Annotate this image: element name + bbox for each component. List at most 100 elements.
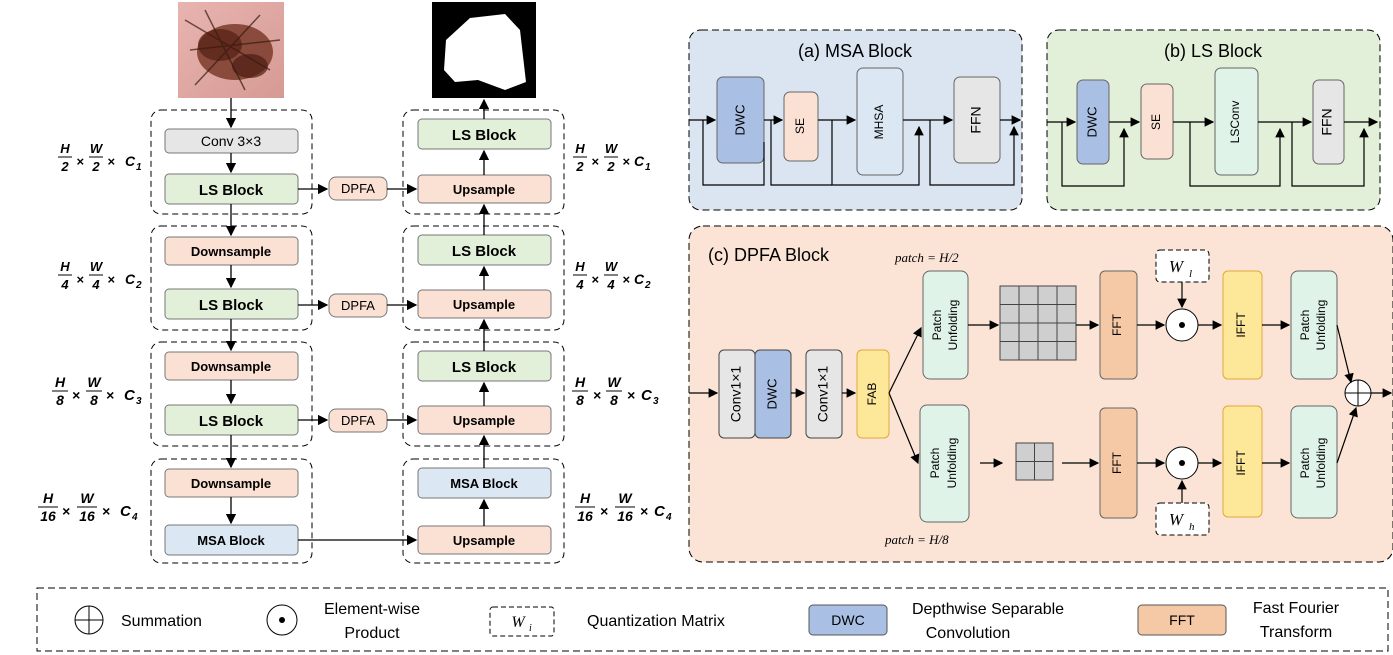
svg-text:×: × <box>640 503 648 519</box>
legend-dwc: DWC Depthwise Separable Convolution <box>808 601 1064 642</box>
scale-label-right-2: H 4 × W 4 × C 2 <box>573 259 651 292</box>
svg-text:FFT: FFT <box>1110 451 1124 474</box>
svg-text:IFFT: IFFT <box>1234 312 1248 338</box>
svg-text:W: W <box>607 374 622 390</box>
dpfa-summation-node <box>1344 379 1372 407</box>
input-lesion-image <box>178 2 284 98</box>
patch-bottom-label: patch = H/8 <box>884 532 949 547</box>
svg-text:C: C <box>120 503 132 520</box>
dec-ls-label-1: LS Block <box>452 127 517 144</box>
patch-top-label: patch = H/2 <box>894 250 959 265</box>
enc-downsample-label-3: Downsample <box>191 476 271 491</box>
svg-text:Unfolding: Unfolding <box>1314 438 1328 489</box>
svg-text:C: C <box>641 387 653 404</box>
svg-text:h: h <box>1189 521 1195 533</box>
svg-text:Quantization Matrix: Quantization Matrix <box>587 613 725 630</box>
svg-text:16: 16 <box>577 508 593 524</box>
msa-panel-blocks: DWC SE MHSA FFN <box>716 67 1001 176</box>
enc-downsample-label-1: Downsample <box>191 244 271 259</box>
dpfa-skip-label-2: DPFA <box>341 298 375 313</box>
svg-text:2: 2 <box>606 159 615 174</box>
svg-text:Summation: Summation <box>121 613 202 630</box>
svg-text:C: C <box>125 271 136 287</box>
svg-text:×: × <box>622 154 630 169</box>
svg-text:×: × <box>591 154 599 169</box>
svg-text:4: 4 <box>60 277 69 292</box>
dpfa-conv1-label: Conv1×1 <box>728 366 744 423</box>
svg-text:8: 8 <box>576 392 584 408</box>
svg-text:DWC: DWC <box>831 612 864 628</box>
svg-text:16: 16 <box>40 508 56 524</box>
svg-text:4: 4 <box>131 512 138 523</box>
svg-text:3: 3 <box>653 396 659 407</box>
quantization-matrix-icon <box>489 606 555 637</box>
msa-mhsa-label: MHSA <box>872 105 886 140</box>
dpfa-conv2-block <box>805 349 843 439</box>
svg-text:2: 2 <box>644 280 651 291</box>
wl-matrix-box <box>1155 249 1210 283</box>
svg-text:Fast Fourier: Fast Fourier <box>1253 600 1340 617</box>
skip-arrows <box>298 183 418 546</box>
svg-text:8: 8 <box>90 392 98 408</box>
svg-text:Patch: Patch <box>1298 310 1312 341</box>
svg-text:Patch: Patch <box>930 310 944 341</box>
svg-text:W: W <box>1169 510 1185 529</box>
svg-text:W: W <box>605 141 619 156</box>
ls-ffn-label: FFN <box>1319 108 1335 135</box>
dpfa-dwc-label: DWC <box>764 378 779 409</box>
svg-text:16: 16 <box>617 508 633 524</box>
scale-labels-right: H 2 × W 2 × C 1 H 4 × W 4 × C 2 H 8 × <box>572 141 672 524</box>
svg-text:4: 4 <box>665 512 672 523</box>
msa-mhsa-block <box>856 67 904 176</box>
svg-text:W: W <box>90 141 104 156</box>
svg-text:Convolution: Convolution <box>926 625 1011 642</box>
scale-label-right-4: H 16 × W 16 × C 4 <box>575 490 672 524</box>
conv3x3-label: Conv 3×3 <box>201 133 262 149</box>
svg-text:C: C <box>634 271 645 287</box>
svg-text:Unfolding: Unfolding <box>945 438 959 489</box>
svg-text:8: 8 <box>610 392 618 408</box>
svg-text:H: H <box>60 259 70 274</box>
dpfa-arrows <box>689 282 1393 503</box>
svg-text:H: H <box>55 374 66 390</box>
svg-text:×: × <box>627 387 635 403</box>
svg-text:×: × <box>600 503 608 519</box>
svg-text:×: × <box>622 272 630 287</box>
svg-text:Patch: Patch <box>1298 448 1312 479</box>
ls-lsconv-label: LSConv <box>1228 101 1242 144</box>
msa-panel-title: (a) MSA Block <box>798 41 913 61</box>
output-mask-image <box>432 2 536 98</box>
svg-text:2: 2 <box>135 280 142 291</box>
svg-text:IFFT: IFFT <box>1234 450 1248 476</box>
svg-text:H: H <box>575 259 585 274</box>
dpfa-skip-label-3: DPFA <box>341 413 375 428</box>
dec-upsample-label-1: Upsample <box>453 182 515 197</box>
svg-text:×: × <box>76 272 84 287</box>
top-patch-grid <box>999 285 1077 361</box>
svg-text:H: H <box>60 141 70 156</box>
dpfa-panel <box>688 225 1393 563</box>
svg-text:Patch: Patch <box>928 448 942 479</box>
svg-text:2: 2 <box>91 159 100 174</box>
svg-text:16: 16 <box>79 508 95 524</box>
svg-text:H: H <box>43 490 54 506</box>
svg-text:C: C <box>634 153 645 169</box>
svg-text:×: × <box>72 387 80 403</box>
scale-label-left-4: H 16 × W 16 × C 4 <box>38 490 138 524</box>
scale-label-left-2: H 4 × W 4 × C 2 <box>58 259 142 292</box>
svg-text:Transform: Transform <box>1260 624 1332 641</box>
svg-text:W: W <box>605 259 619 274</box>
scale-label-right-3: H 8 × W 8 × C 3 <box>572 374 659 408</box>
legend-elementwise: Element-wise Product <box>266 601 420 642</box>
ls-panel-blocks: DWC SE LSConv FFN <box>1076 67 1345 176</box>
scale-label-left-1: H 2 × W 2 × C 1 <box>58 141 142 174</box>
legend-summation: Summation <box>74 605 202 635</box>
dec-upsample-label-3: Upsample <box>453 413 515 428</box>
bottom-ifft-block <box>1222 405 1263 518</box>
svg-text:i: i <box>529 623 532 634</box>
enc-downsample-label-2: Downsample <box>191 359 271 374</box>
svg-text:W: W <box>87 374 102 390</box>
svg-text:2: 2 <box>575 159 584 174</box>
msa-dwc-label: DWC <box>732 104 747 135</box>
